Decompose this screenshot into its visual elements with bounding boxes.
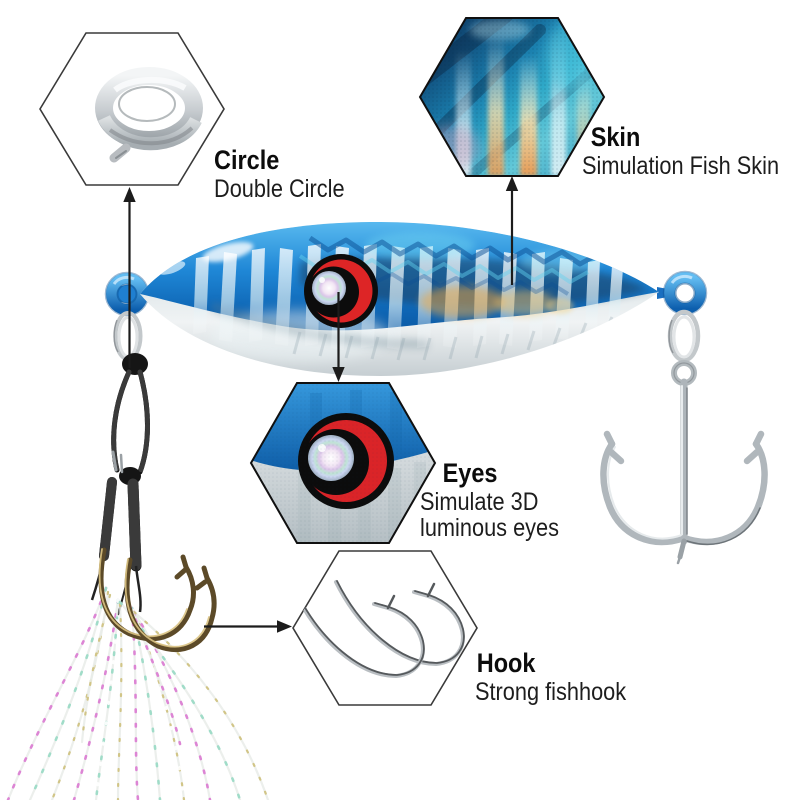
hook-subtitle: Strong fishhook bbox=[475, 678, 627, 706]
eyes-subtitle-line1: Simulate 3D bbox=[420, 488, 539, 516]
fishhook-icon bbox=[294, 580, 465, 679]
cord-knot-top bbox=[122, 353, 148, 375]
eyes-label: Eyes Simulate 3D luminous eyes bbox=[420, 459, 559, 541]
lure-body bbox=[104, 222, 708, 376]
split-ring-icon bbox=[95, 67, 203, 163]
lure-eye bbox=[304, 254, 378, 328]
skin-label: Skin Simulation Fish Skin bbox=[582, 123, 779, 179]
body-detail bbox=[140, 222, 659, 362]
eyes-subtitle-line2: luminous eyes bbox=[420, 514, 560, 542]
eyes-hexagon bbox=[249, 382, 437, 544]
circle-label: Circle Double Circle bbox=[214, 146, 345, 202]
fish-skin-texture-icon bbox=[420, 18, 604, 176]
callout-skin-hexagon bbox=[418, 17, 606, 177]
circle-arrow bbox=[123, 187, 136, 368]
assist-hook-rig bbox=[6, 353, 270, 800]
skin-subtitle: Simulation Fish Skin bbox=[582, 152, 780, 180]
treble-hook bbox=[600, 360, 768, 565]
flash-tinsel bbox=[6, 586, 270, 800]
skin-hexagon bbox=[418, 17, 606, 177]
callout-hook-hexagon bbox=[292, 550, 478, 706]
3d-eye-icon bbox=[251, 383, 435, 543]
skin-arrow bbox=[505, 176, 519, 285]
skin-title: Skin bbox=[590, 122, 641, 152]
hook-label: Hook Strong fishhook bbox=[475, 649, 626, 705]
circle-subtitle: Double Circle bbox=[214, 175, 345, 203]
head-split-ring bbox=[113, 311, 143, 361]
circle-hexagon bbox=[39, 32, 225, 186]
circle-title: Circle bbox=[214, 145, 280, 175]
callout-eyes-hexagon bbox=[249, 382, 437, 544]
eyes-title: Eyes bbox=[442, 458, 498, 488]
eyes-arrow bbox=[332, 292, 345, 382]
tail-split-ring bbox=[667, 309, 701, 363]
hook-arrow bbox=[204, 620, 292, 633]
callout-circle-hexagon bbox=[39, 32, 225, 186]
hook-hexagon bbox=[292, 550, 478, 706]
arrows bbox=[123, 176, 519, 633]
assist-hooks bbox=[98, 547, 217, 652]
hook-title: Hook bbox=[476, 648, 536, 678]
